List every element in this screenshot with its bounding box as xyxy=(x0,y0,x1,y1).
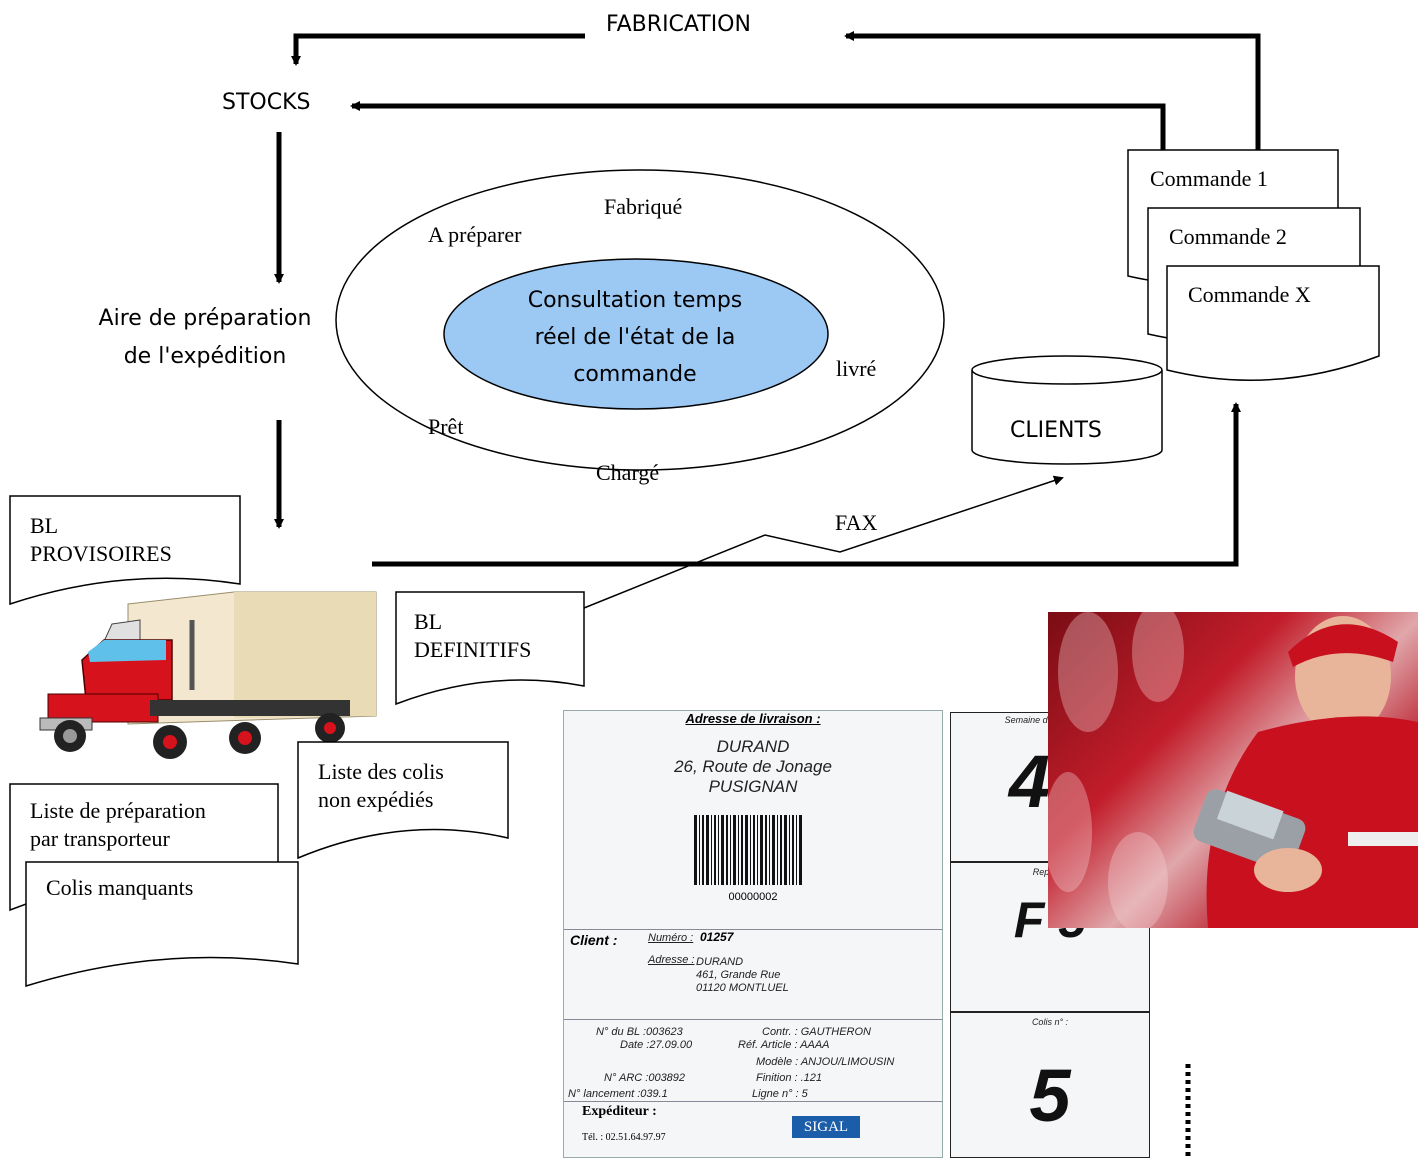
numero-label: Numéro : xyxy=(648,932,694,944)
arrow-commande-to-fabrication xyxy=(844,31,1261,150)
contr-value: Contr. : GAUTHERON xyxy=(762,1026,871,1038)
bl-date: Date :27.09.00 xyxy=(620,1039,693,1051)
sigal-logo: SIGAL xyxy=(792,1116,860,1138)
numero-value: 01257 xyxy=(700,930,734,944)
client-section: Client : Numéro : 01257 Adresse : DURAND… xyxy=(564,929,942,1018)
bl-number: N° du BL :003623 xyxy=(596,1026,683,1038)
colis-manquants-doc xyxy=(25,861,299,988)
state-pret: Prêt xyxy=(428,414,464,439)
commande-x-doc xyxy=(1166,265,1380,381)
state-charge: Chargé xyxy=(596,460,660,485)
expediteur-section: Expéditeur : Tél. : 02.51.64.97.97 SIGAL xyxy=(564,1101,942,1158)
clients-label: CLIENTS xyxy=(1010,418,1102,443)
fax-line xyxy=(583,475,1064,609)
finition-value: Finition : .121 xyxy=(756,1072,823,1084)
client-title: Client : xyxy=(570,932,618,948)
stocks-label: STOCKS xyxy=(222,90,311,115)
liste-colis-doc xyxy=(297,741,509,860)
commande-x-label: Commande X xyxy=(1188,282,1311,307)
center-ellipse xyxy=(443,258,829,410)
colis-label: Colis n° : xyxy=(1031,1017,1069,1027)
worker-scanner-photo xyxy=(1048,612,1418,928)
colis-cell: Colis n° : 5 xyxy=(951,1013,1149,1157)
fax-label: FAX xyxy=(835,510,878,535)
barcode-number: 00000002 xyxy=(728,891,778,903)
adresse-label: Adresse : xyxy=(648,954,695,966)
delivery-address-title: Adresse de livraison : xyxy=(685,711,821,726)
state-fabrique: Fabriqué xyxy=(604,194,683,219)
commande-2-label: Commande 2 xyxy=(1169,224,1287,249)
fabrication-label: FABRICATION xyxy=(606,12,751,37)
tel-value: Tél. : 02.51.64.97.97 xyxy=(582,1132,666,1143)
arc-number: N° ARC :003892 xyxy=(604,1072,686,1084)
state-a-preparer: A préparer xyxy=(428,222,522,247)
arrow-fabrication-to-stocks xyxy=(291,33,585,66)
truck-illustration xyxy=(39,591,377,759)
barcode xyxy=(694,815,802,885)
bl-provisoires-doc xyxy=(9,495,241,606)
clients-database xyxy=(971,355,1163,465)
ligne-value: Ligne n° : 5 xyxy=(752,1088,808,1100)
state-livre: livré xyxy=(836,356,877,381)
bl-definitifs-doc xyxy=(395,591,585,706)
expediteur-label: Expéditeur : xyxy=(582,1104,657,1119)
modele-value: Modèle : ANJOU/LIMOUSIN xyxy=(756,1056,895,1068)
details-section: N° du BL :003623 Date :27.09.00 N° ARC :… xyxy=(564,1019,942,1100)
colis-value: 5 xyxy=(1029,1054,1071,1137)
arrow-bl-to-commande xyxy=(372,402,1241,567)
ref-article: Réf. Article : AAAA xyxy=(738,1039,830,1051)
lancement-number: N° lancement :039.1 xyxy=(568,1088,668,1100)
arrow-commande-to-stocks xyxy=(350,101,1166,150)
colis-manquants-label: Colis manquants xyxy=(46,875,194,900)
commande-1-label: Commande 1 xyxy=(1150,166,1268,191)
